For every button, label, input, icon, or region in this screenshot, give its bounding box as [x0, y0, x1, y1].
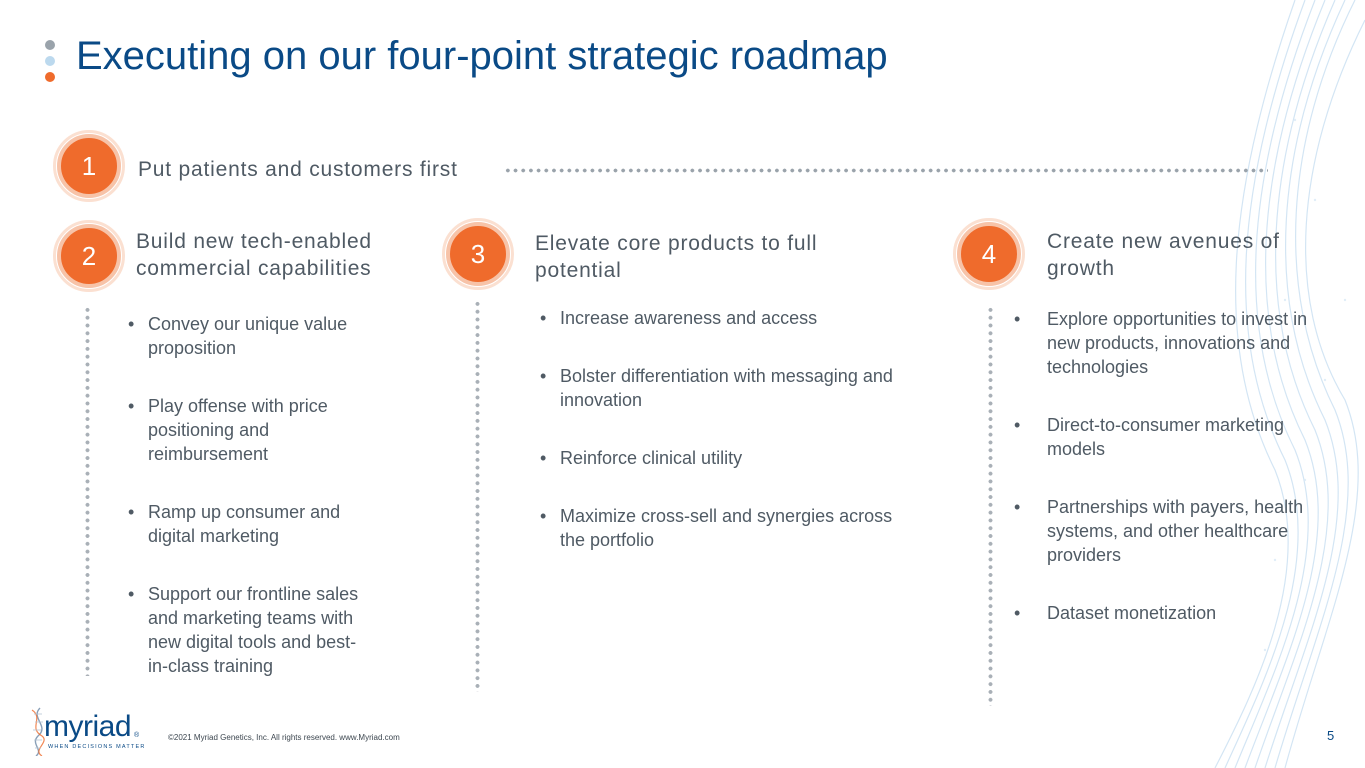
list-item: Direct-to-consumer marketing models — [1014, 413, 1314, 461]
dna-helix-icon — [31, 707, 45, 756]
pillar-3-heading: Elevate core products to full potential — [535, 232, 818, 282]
pillar-3-dotted-line — [475, 300, 480, 692]
logo-wordmark: myriad — [44, 710, 132, 743]
list-item: Support our frontline sales and marketin… — [128, 582, 368, 678]
title-dot-orange — [45, 72, 55, 82]
pillar-3-bullet-list: Increase awareness and access Bolster di… — [540, 306, 900, 586]
pillar-4-dotted-line — [988, 306, 993, 706]
list-item: Dataset monetization — [1014, 601, 1314, 625]
pillar-4-number-badge: 4 — [953, 218, 1025, 290]
copyright-footer: ©2021 Myriad Genetics, Inc. All rights r… — [168, 733, 400, 742]
list-item: Partnerships with payers, health systems… — [1014, 495, 1314, 567]
logo-tagline: WHEN DECISIONS MATTER — [48, 744, 146, 750]
pillar-3-number-badge: 3 — [442, 218, 514, 290]
list-item: Ramp up consumer and digital marketing — [128, 500, 368, 548]
pillar-1-number-badge: 1 — [53, 130, 125, 202]
list-item: Convey our unique value proposition — [128, 312, 368, 360]
pillar-2-dotted-line — [85, 306, 90, 676]
pillar-4-heading: Create new avenues of growth — [1047, 230, 1280, 280]
list-item: Increase awareness and access — [540, 306, 900, 330]
pillar-2-heading: Build new tech-enabled commercial capabi… — [136, 230, 372, 280]
list-item: Reinforce clinical utility — [540, 446, 900, 470]
myriad-logo: myriad ® WHEN DECISIONS MATTER — [26, 706, 146, 756]
pillar-2-bullet-list: Convey our unique value proposition Play… — [128, 312, 368, 712]
title-dot-blue — [45, 56, 55, 66]
list-item: Bolster differentiation with messaging a… — [540, 364, 900, 412]
list-item: Play offense with price positioning and … — [128, 394, 368, 466]
list-item: Maximize cross-sell and synergies across… — [540, 504, 900, 552]
pillar-2-number-badge: 2 — [53, 220, 125, 292]
pillar-1-dotted-line — [504, 168, 1268, 173]
pillar-4-bullet-list: Explore opportunities to invest in new p… — [1014, 307, 1314, 659]
slide-title: Executing on our four-point strategic ro… — [76, 34, 888, 78]
pillar-1-heading: Put patients and customers first — [138, 158, 458, 181]
page-number: 5 — [1327, 728, 1335, 743]
title-dot-gray — [45, 40, 55, 50]
list-item: Explore opportunities to invest in new p… — [1014, 307, 1314, 379]
title-accent-dots — [44, 40, 56, 86]
logo-registered-mark: ® — [134, 732, 140, 739]
